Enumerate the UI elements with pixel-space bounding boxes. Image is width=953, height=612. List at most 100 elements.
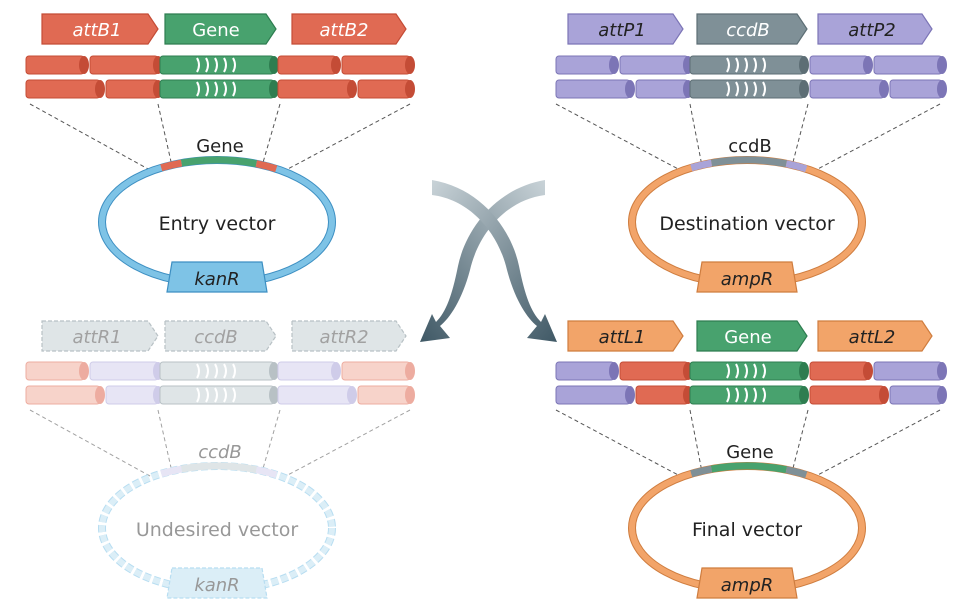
- final-segment-attl2-label: attL2: [849, 327, 896, 348]
- dna-stripe: [762, 363, 766, 379]
- entry-segment-gene: Gene: [164, 13, 277, 45]
- dna-bar: [25, 361, 85, 381]
- destination-vector-panel: attP1 ccdB attP2 ccdB Destination vector…: [555, 13, 947, 293]
- dna-bar: [555, 361, 615, 381]
- dna-stripe: [744, 363, 748, 379]
- final-segment-attl1-label: attL1: [599, 327, 646, 348]
- dna-stripe: [214, 81, 218, 97]
- destination-vector-label: Destination vector: [659, 213, 835, 235]
- dna-bar: [25, 55, 85, 75]
- dna-bar: [635, 79, 689, 99]
- dna-bar-cap: [879, 80, 889, 98]
- dna-stripe: [726, 81, 730, 97]
- dna-bar: [555, 79, 631, 99]
- dna-stripe: [753, 363, 757, 379]
- dna-bar: [873, 55, 943, 75]
- dna-bar-cap: [937, 56, 947, 74]
- dna-bar: [809, 79, 885, 99]
- dna-bar-cap: [937, 80, 947, 98]
- dna-bar: [357, 79, 411, 99]
- dna-stripe: [726, 57, 730, 73]
- dna-bar: [25, 385, 101, 405]
- dna-bar: [809, 55, 869, 75]
- undesired-segment-attr1: attR1: [41, 320, 159, 352]
- undesired-vector-panel: attR1 ccdB attR2 ccdB Undesired vector k…: [25, 320, 415, 599]
- dna-bar-cap: [79, 56, 89, 74]
- dna-stripe: [223, 57, 227, 73]
- dna-bar-cap: [937, 386, 947, 404]
- dna-bar: [809, 385, 885, 405]
- destination-segment-ccdb: ccdB: [696, 13, 808, 45]
- dna-stripe: [223, 363, 227, 379]
- destination-insert-label: ccdB: [728, 136, 772, 157]
- entry-insert-label: Gene: [196, 136, 244, 157]
- dna-stripe: [232, 81, 236, 97]
- dna-bar: [89, 361, 159, 381]
- final-vector-panel: attL1 Gene attL2 Gene Final vector ampR: [555, 320, 947, 599]
- dna-bar: [619, 361, 689, 381]
- dna-bar: [889, 79, 943, 99]
- final-segment-gene: Gene: [696, 320, 808, 352]
- final-segment-gene-label: Gene: [724, 327, 772, 348]
- dna-stripe: [753, 57, 757, 73]
- entry-segment-attb2-label: attB2: [320, 20, 369, 41]
- dna-stripe: [205, 57, 209, 73]
- dna-bar-cap: [405, 362, 415, 380]
- final-marker-label: ampR: [721, 575, 774, 596]
- dna-stripe: [232, 387, 236, 403]
- dna-bar-cap: [347, 80, 357, 98]
- final-segment-attl1: attL1: [567, 320, 684, 352]
- dna-bar-cap: [937, 362, 947, 380]
- dna-bar-cap: [863, 56, 873, 74]
- arrow-to-final: [432, 180, 557, 342]
- dna-stripe: [205, 387, 209, 403]
- dna-bar-cap: [879, 386, 889, 404]
- dna-bar-cap: [269, 80, 279, 98]
- dna-bar-cap: [799, 386, 809, 404]
- dna-bar-cap: [405, 80, 415, 98]
- dna-bar: [341, 361, 411, 381]
- final-vector-label: Final vector: [692, 519, 802, 541]
- dna-bar-cap: [79, 362, 89, 380]
- recombination-arrows: [420, 180, 557, 342]
- dna-stripe: [735, 387, 739, 403]
- dna-bar: [555, 55, 615, 75]
- destination-segment-attp1-label: attP1: [598, 20, 645, 41]
- dna-stripe: [726, 387, 730, 403]
- entry-vector-panel: attB1 Gene attB2 Gene Entry vector: [25, 13, 415, 293]
- dna-stripe: [196, 81, 200, 97]
- destination-segment-attp1: attP1: [567, 13, 684, 45]
- dna-bar: [277, 55, 337, 75]
- dna-bar-cap: [269, 56, 279, 74]
- dna-stripe: [205, 81, 209, 97]
- dna-bar-cap: [799, 362, 809, 380]
- final-insert-label: Gene: [726, 442, 774, 463]
- undesired-vector-label: Undesired vector: [136, 519, 299, 541]
- dna-stripe: [214, 363, 218, 379]
- dna-bar: [809, 361, 869, 381]
- destination-guide-lines: [555, 103, 941, 171]
- final-vector-ring: Gene Final vector ampR: [628, 442, 866, 599]
- dna-bar: [89, 55, 159, 75]
- dna-bar-cap: [799, 56, 809, 74]
- dna-bar: [873, 361, 943, 381]
- dna-bar: [619, 55, 689, 75]
- undesired-segment-ccdb-label: ccdB: [194, 327, 238, 348]
- dna-bar: [555, 385, 631, 405]
- entry-segment-attb1-label: attB1: [73, 20, 122, 41]
- dna-bar: [889, 385, 943, 405]
- undesired-segment-ccdb: ccdB: [164, 320, 277, 352]
- dna-stripe: [196, 57, 200, 73]
- dna-stripe: [753, 387, 757, 403]
- undesired-segment-attr1-label: attR1: [72, 327, 121, 348]
- dna-bar-cap: [269, 386, 279, 404]
- dna-bar: [105, 79, 159, 99]
- dna-bar: [277, 79, 353, 99]
- dna-stripe: [762, 57, 766, 73]
- destination-segment-ccdb-label: ccdB: [726, 20, 770, 41]
- undesired-dna-strands: [25, 361, 415, 405]
- final-dna-strands: [555, 361, 947, 405]
- dna-stripe: [214, 387, 218, 403]
- dna-stripe: [223, 387, 227, 403]
- undesired-marker-label: kanR: [194, 575, 239, 596]
